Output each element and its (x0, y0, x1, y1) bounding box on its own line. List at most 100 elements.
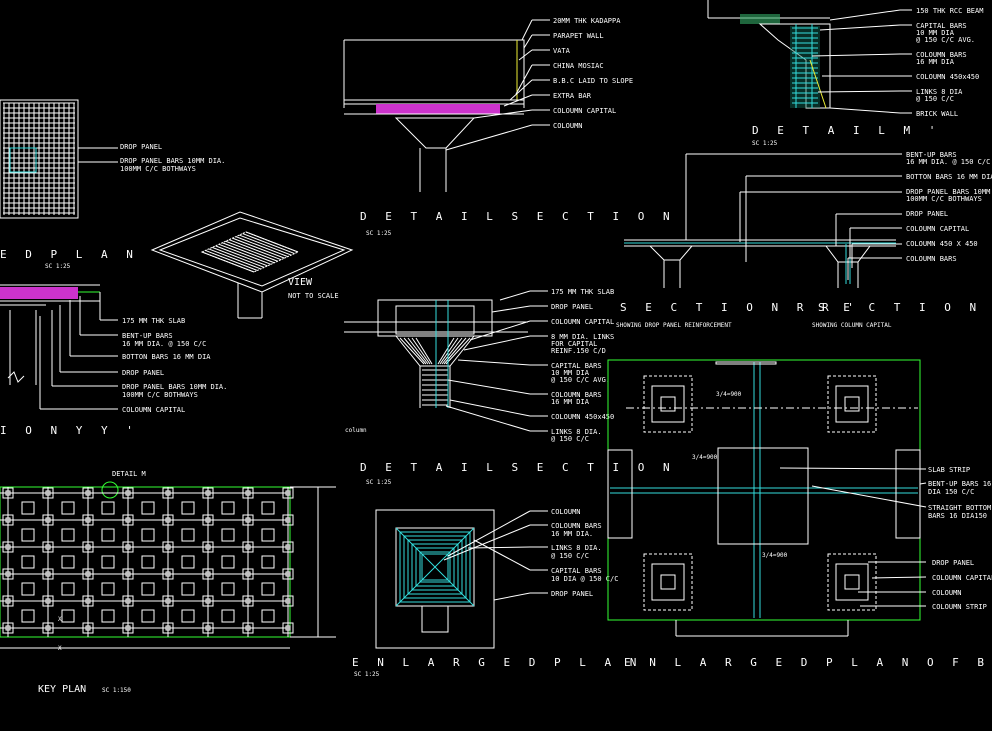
yy-callout-bentup-2: 16 MM DIA. @ 150 C/C (122, 340, 206, 348)
capital-bar (403, 337, 427, 365)
section-yy: 175 MM THK SLAB BENT-UP BARS 16 MM DIA. … (0, 284, 227, 437)
ds1-callout-bbc: B.B.C LAID TO SLOPE (553, 77, 633, 85)
bay-callout-drop-panel: DROP PANEL (932, 559, 974, 567)
key-plan-column-core (205, 517, 211, 523)
key-plan-column (162, 595, 174, 607)
bay-column (660, 574, 676, 590)
leader-line (447, 510, 531, 557)
key-plan-column-core (85, 598, 91, 604)
key-plan-panel (141, 582, 155, 596)
key-plan-panel (221, 555, 235, 569)
iso-hatch-bar (245, 231, 299, 253)
key-plan-detail-marker: DETAIL M (112, 470, 146, 478)
ep-callout-capital-bars: CAPITAL BARS (551, 567, 602, 575)
capital-bar (411, 337, 431, 365)
key-plan-column-core (205, 544, 211, 550)
key-plan-column (202, 568, 214, 580)
iso-hatch-bar (239, 234, 292, 256)
key-plan-column-core (125, 598, 131, 604)
key-plan-panel (141, 528, 155, 542)
key-plan-column-core (165, 544, 171, 550)
key-plan-column (82, 514, 94, 526)
key-plan-column-core (5, 544, 11, 550)
top-left-plan-scale: SC 1:25 (45, 263, 71, 270)
key-plan-panel (221, 501, 235, 515)
key-plan-column (122, 541, 134, 553)
key-plan-column (282, 514, 294, 526)
ds2-callout-capital-bars-2: 10 MM DIA (551, 369, 590, 377)
rr-callout-col-bars: COLOUMN BARS (906, 255, 957, 263)
bay-drop-panel (643, 375, 693, 433)
iso-hatch-bar (208, 248, 261, 270)
iso-hatch-bar (211, 246, 265, 268)
key-plan-column-core (285, 517, 291, 523)
view-note: NOT TO SCALE (288, 292, 339, 300)
section-qq-subtitle: SHOWING COLUMN CAPITAL (812, 322, 892, 329)
key-plan-column (82, 568, 94, 580)
leader-line (518, 49, 533, 61)
diag-bar (395, 527, 423, 555)
capital-bar (441, 337, 463, 365)
key-plan-column (202, 541, 214, 553)
key-plan-column-core (45, 598, 51, 604)
key-plan-column-core (45, 517, 51, 523)
key-plan-panel (181, 555, 195, 569)
key-plan-column-core (285, 625, 291, 631)
section-rr-qq: BENT-UP BARS 16 MM DIA. @ 150 C/C BOTTON… (616, 151, 992, 329)
key-plan-column-core (5, 625, 11, 631)
key-plan-column-core (165, 490, 171, 496)
yy-callout-drop-panel: DROP PANEL (122, 369, 164, 377)
ep-callout-links-2: @ 150 C/C (551, 552, 589, 560)
key-plan-panel (101, 582, 115, 596)
detail-section-2-title: D E T A I L S E C T I O N (360, 461, 676, 474)
capital-bar (445, 337, 471, 365)
iso-hatch-bar (242, 233, 295, 255)
bay-callout-col-strip: COLOUMN STRIP (932, 603, 987, 611)
enlarged-bay-title: E N L A R G E D P L A N O F B A Y (624, 656, 992, 669)
key-plan-column (242, 568, 254, 580)
enlarged-plan-title: E N L A R G E D P L A N (352, 656, 642, 669)
bay-callout-bentup: BENT-UP BARS 16 (928, 480, 991, 488)
ep-callout-col-bars-2: 16 MM DIA. (551, 530, 593, 538)
key-plan-panel (101, 609, 115, 623)
key-plan-column-core (125, 490, 131, 496)
iso-hatch-bar (215, 245, 268, 267)
dm-callout-links: LINKS 8 DIA (916, 88, 963, 96)
capital-ring (419, 551, 451, 583)
bay-callout-coloumn: COLOUMN (932, 589, 962, 597)
key-plan-column (282, 568, 294, 580)
dm-callout-links-2: @ 150 C/C (916, 95, 954, 103)
leader-line (829, 9, 901, 21)
bay-callout-slab-strip: SLAB STRIP (928, 466, 970, 474)
leader-line (509, 79, 533, 101)
ep-callout-drop-panel: DROP PANEL (551, 590, 593, 598)
key-plan-column (82, 541, 94, 553)
key-plan-column-core (125, 571, 131, 577)
key-plan-panel (21, 582, 35, 596)
key-plan-column (42, 487, 54, 499)
key-plan-column (42, 568, 54, 580)
key-plan-axis-x: X (58, 616, 62, 623)
bay-capital (651, 385, 685, 423)
view-title: VIEW (288, 277, 313, 288)
key-plan-column (162, 568, 174, 580)
key-plan-column (42, 514, 54, 526)
dm-callout-beam: 150 THK RCC BEAM (916, 7, 983, 15)
key-plan-column (282, 622, 294, 634)
key-plan-column (2, 568, 14, 580)
leader-line (523, 34, 533, 49)
key-plan-panel (221, 528, 235, 542)
key-plan-column (282, 541, 294, 553)
key-plan-column (2, 541, 14, 553)
top-left-plan-title: E D P L A N (0, 248, 139, 261)
ds1-callout-kadappa: 20MM THK KADAPPA (553, 17, 621, 25)
ds2-callout-capital-bars: CAPITAL BARS (551, 362, 602, 370)
bay-drop-panel (827, 553, 877, 611)
key-plan-column (42, 595, 54, 607)
key-plan-column (162, 541, 174, 553)
key-plan-panel (141, 555, 155, 569)
bay-edge-strip (895, 449, 921, 539)
callout-drop-panel-bars-2: 100MM C/C BOTHWAYS (120, 165, 196, 173)
ds2-callout-col-bars-2: 16 MM DIA (551, 398, 590, 406)
leader-line (919, 482, 927, 485)
